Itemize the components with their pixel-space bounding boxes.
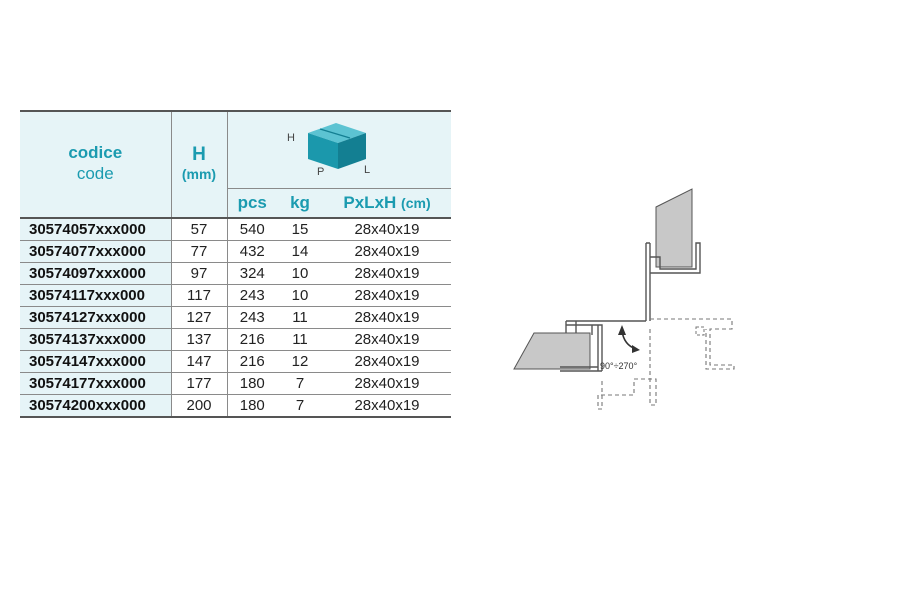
table-header-row: codice code H (mm) H P L [20,110,451,219]
pcs-cell: 180 [227,394,277,418]
product-table-container: codice code H (mm) H P L pcs [20,110,451,418]
shipping-box-icon: H P L [287,122,370,178]
kg-cell: 11 [277,328,323,351]
profile-diagram: 90°÷270° [510,185,740,420]
kg-cell: 10 [277,262,323,285]
angle-label: 90°÷270° [600,361,638,371]
table-subheader-row: pcs kg PxLxH (cm) [20,188,451,219]
pcs-cell: 324 [227,262,277,285]
dims-cell: 28x40x19 [323,262,451,285]
h-unit: (mm) [181,165,217,182]
height-header: H (mm) [171,110,228,219]
height-cell: 137 [171,328,228,351]
dims-header: PxLxH (cm) [323,188,451,219]
product-code-cell: 30574200xxx000 [20,394,172,418]
product-code-cell: 30574077xxx000 [20,240,172,263]
box-header: H P L [227,110,451,189]
dims-cell: 28x40x19 [323,284,451,307]
pcs-header: pcs [227,188,277,219]
kg-cell: 7 [277,372,323,395]
height-cell: 147 [171,350,228,373]
pcs-cell: 216 [227,350,277,373]
kg-cell: 11 [277,306,323,329]
product-code-cell: 30574137xxx000 [20,328,172,351]
product-code-cell: 30574057xxx000 [20,218,172,241]
pcs-cell: 243 [227,284,277,307]
box-p-label: P [317,166,324,178]
height-cell: 97 [171,262,228,285]
dims-cell: 28x40x19 [323,350,451,373]
codice-label: codice [68,142,123,162]
kg-cell: 12 [277,350,323,373]
height-cell: 200 [171,394,228,418]
dims-cell: 28x40x19 [323,372,451,395]
dims-cell: 28x40x19 [323,394,451,418]
height-cell: 177 [171,372,228,395]
height-cell: 117 [171,284,228,307]
pcs-cell: 180 [227,372,277,395]
product-code-cell: 30574147xxx000 [20,350,172,373]
height-cell: 77 [171,240,228,263]
pxlxh-label: PxLxH [343,193,397,212]
kg-cell: 15 [277,218,323,241]
product-table: codice code H (mm) H P L pcs [20,110,451,418]
kg-cell: 7 [277,394,323,418]
code-header: codice code [20,110,172,219]
height-cell: 127 [171,306,228,329]
dims-cell: 28x40x19 [323,306,451,329]
height-cell: 57 [171,218,228,241]
profile-drawing: 90°÷270° [513,188,735,410]
kg-cell: 10 [277,284,323,307]
h-label: H [192,143,206,165]
dims-cell: 28x40x19 [323,218,451,241]
kg-header: kg [277,188,323,219]
table-top-rule [20,110,451,112]
box-l-label: L [364,164,370,176]
box-h-label: H [287,132,295,144]
pcs-cell: 432 [227,240,277,263]
pcs-cell: 216 [227,328,277,351]
pxlxh-unit: (cm) [401,195,431,211]
rotation-arrow-icon [618,325,640,353]
kg-cell: 14 [277,240,323,263]
product-code-cell: 30574117xxx000 [20,284,172,307]
product-code-cell: 30574177xxx000 [20,372,172,395]
code-label: code [76,163,114,183]
product-code-cell: 30574097xxx000 [20,262,172,285]
product-code-cell: 30574127xxx000 [20,306,172,329]
pcs-cell: 243 [227,306,277,329]
dims-cell: 28x40x19 [323,328,451,351]
dims-cell: 28x40x19 [323,240,451,263]
pcs-cell: 540 [227,218,277,241]
